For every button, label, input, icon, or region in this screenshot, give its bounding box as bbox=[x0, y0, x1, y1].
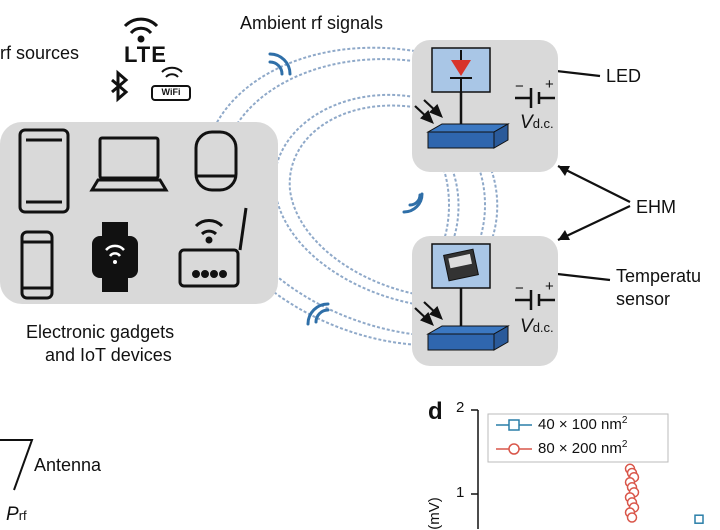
ehm-device-bottom bbox=[426, 325, 510, 351]
vdc-label-bottom: Vd.c. bbox=[520, 316, 554, 338]
legend-entry-1: 40 × 100 nm2 bbox=[538, 415, 627, 433]
wave-icon-2a bbox=[408, 193, 422, 207]
wifi-small-icon bbox=[161, 66, 183, 78]
incoming-rf-arrows-top bbox=[414, 99, 443, 124]
led-component bbox=[431, 47, 491, 93]
wave-icons bbox=[268, 52, 424, 326]
vdc-label-top: Vd.c. bbox=[520, 112, 554, 134]
temperature-label-line1: Temperatu bbox=[616, 266, 702, 286]
legend-sup-2: 2 bbox=[621, 439, 628, 450]
ehm-pointer-bottom bbox=[557, 205, 631, 241]
antenna-icon bbox=[0, 439, 34, 491]
battery-minus-bottom: − bbox=[515, 280, 524, 297]
wifi-signal-icon bbox=[123, 17, 159, 43]
battery-plus-top: + bbox=[545, 76, 554, 93]
wave-icon-1a bbox=[268, 60, 284, 76]
y-tick-2: 2 bbox=[456, 399, 465, 416]
legend-sup-1: 2 bbox=[621, 415, 628, 426]
wifi-box bbox=[151, 85, 191, 101]
ehm-pointer-top bbox=[557, 165, 631, 203]
wave-icon-3b bbox=[306, 302, 330, 326]
ehm-label: EHM bbox=[636, 197, 676, 217]
vdc-sub: d.c. bbox=[532, 320, 554, 335]
panel-d-scatter bbox=[624, 463, 704, 524]
led-label: LED bbox=[606, 66, 642, 86]
battery-minus-top: − bbox=[515, 78, 524, 95]
battery-icon-bottom bbox=[515, 290, 555, 310]
laptop-icon bbox=[89, 136, 169, 192]
wave-icon-1b bbox=[268, 52, 292, 76]
smartwatch-icon bbox=[92, 222, 138, 292]
wave-icon-2b bbox=[402, 192, 424, 214]
ring-6 bbox=[479, 147, 499, 263]
panel-d-letter: d bbox=[428, 398, 443, 425]
ambient-rf-label: Ambient rf signals bbox=[240, 13, 384, 33]
legend-name-1: 40 × 100 nm bbox=[538, 416, 622, 433]
incoming-rf-arrows-bottom bbox=[414, 301, 443, 326]
gadgets-label-line2: and IoT devices bbox=[45, 345, 172, 365]
tablet-icon bbox=[18, 128, 70, 214]
prf-sub: rf bbox=[18, 508, 27, 523]
ring-7 bbox=[439, 159, 450, 251]
lte-label: LTE bbox=[124, 42, 167, 67]
vdc-main: V bbox=[520, 316, 533, 337]
panel-d-axes bbox=[471, 409, 669, 529]
temperature-sensor-component bbox=[431, 243, 491, 289]
temperature-label-line2: sensor bbox=[616, 289, 671, 309]
phone-icon bbox=[20, 230, 54, 300]
rf-sources-label: rf sources bbox=[0, 43, 80, 63]
router-icon bbox=[178, 207, 248, 288]
vdc-main: V bbox=[520, 112, 533, 133]
prf-main: P bbox=[6, 504, 19, 525]
wifi-label: WiFi bbox=[161, 87, 181, 97]
ring-4 bbox=[288, 104, 421, 296]
ehm-device-top bbox=[426, 123, 510, 149]
gadgets-label-line1: Electronic gadgets bbox=[26, 322, 175, 342]
legend-name-2: 80 × 200 nm bbox=[538, 440, 622, 457]
vdc-sub: d.c. bbox=[532, 116, 554, 131]
legend-entry-2: 80 × 200 nm2 bbox=[538, 439, 627, 457]
y-tick-1: 1 bbox=[456, 484, 465, 501]
prf-label: Prf bbox=[6, 504, 27, 526]
battery-plus-bottom: + bbox=[545, 278, 554, 295]
antenna-label: Antenna bbox=[34, 455, 102, 475]
scatter-point-red bbox=[626, 512, 638, 523]
speaker-icon bbox=[194, 130, 238, 192]
wave-icon-3a bbox=[314, 308, 330, 324]
battery-icon-top bbox=[515, 88, 555, 108]
y-axis-label: (mV) bbox=[425, 497, 443, 530]
bluetooth-icon bbox=[111, 69, 129, 103]
scatter-point-blue bbox=[694, 514, 704, 524]
